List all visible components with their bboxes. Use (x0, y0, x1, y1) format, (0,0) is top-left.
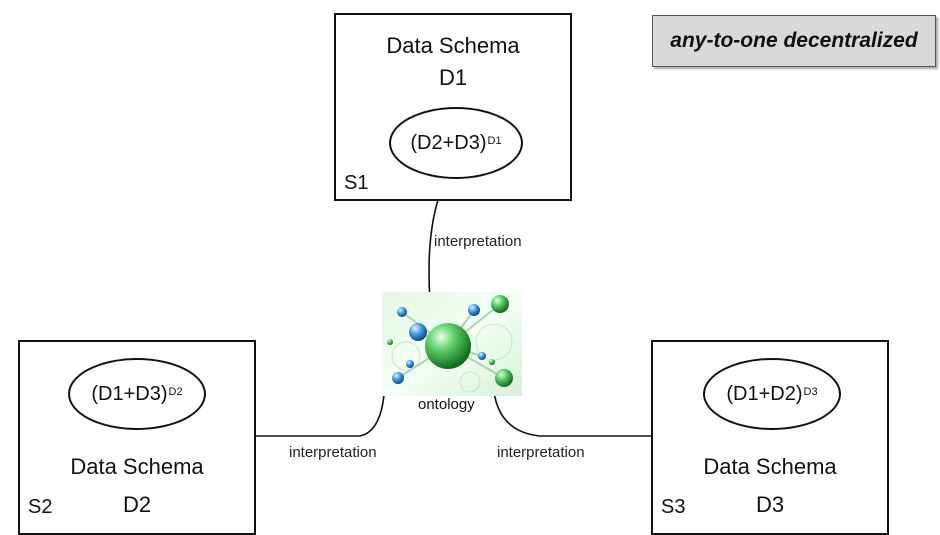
ontology-mapping-ellipse: (D1+D2)D3 (703, 358, 841, 430)
edge-left-line (256, 394, 385, 437)
ontology-network-icon (382, 292, 522, 396)
ontology-label: ontology (418, 396, 475, 413)
ellipse-main-text: (D1+D2) (726, 382, 803, 405)
schema-name: D2 (122, 492, 152, 517)
ellipse-superscript: D2 (168, 386, 183, 398)
edge-right-line (493, 391, 651, 437)
edge-top-line (428, 199, 439, 301)
schema-name: D1 (438, 65, 468, 90)
edge-left-label: interpretation (289, 444, 377, 461)
server-label: S3 (661, 496, 686, 518)
ellipse-superscript: D3 (803, 386, 818, 398)
edge-top-label: interpretation (434, 233, 522, 250)
ellipse-superscript: D1 (487, 135, 502, 147)
ellipse-main-text: (D1+D3) (91, 382, 168, 405)
ontology-mapping-ellipse: (D1+D3)D2 (68, 358, 206, 430)
ellipse-main-text: (D2+D3) (410, 131, 487, 154)
architecture-tag: any-to-one decentralized (652, 15, 936, 67)
server-label: S1 (344, 172, 369, 194)
ontology-mapping-ellipse: (D2+D3)D1 (389, 107, 523, 179)
schema-box-s2: (D1+D3)D2 Data Schema D2 S2 (18, 340, 256, 535)
schema-name: D3 (755, 492, 785, 517)
schema-box-s1: Data Schema D1 (D2+D3)D1 S1 (334, 13, 572, 201)
schema-box-s3: (D1+D2)D3 Data Schema D3 S3 (651, 340, 889, 535)
schema-title: Data Schema (386, 33, 520, 58)
server-label: S2 (28, 496, 53, 518)
schema-title: Data Schema (703, 454, 837, 479)
edge-right-label: interpretation (497, 444, 585, 461)
schema-title: Data Schema (70, 454, 204, 479)
